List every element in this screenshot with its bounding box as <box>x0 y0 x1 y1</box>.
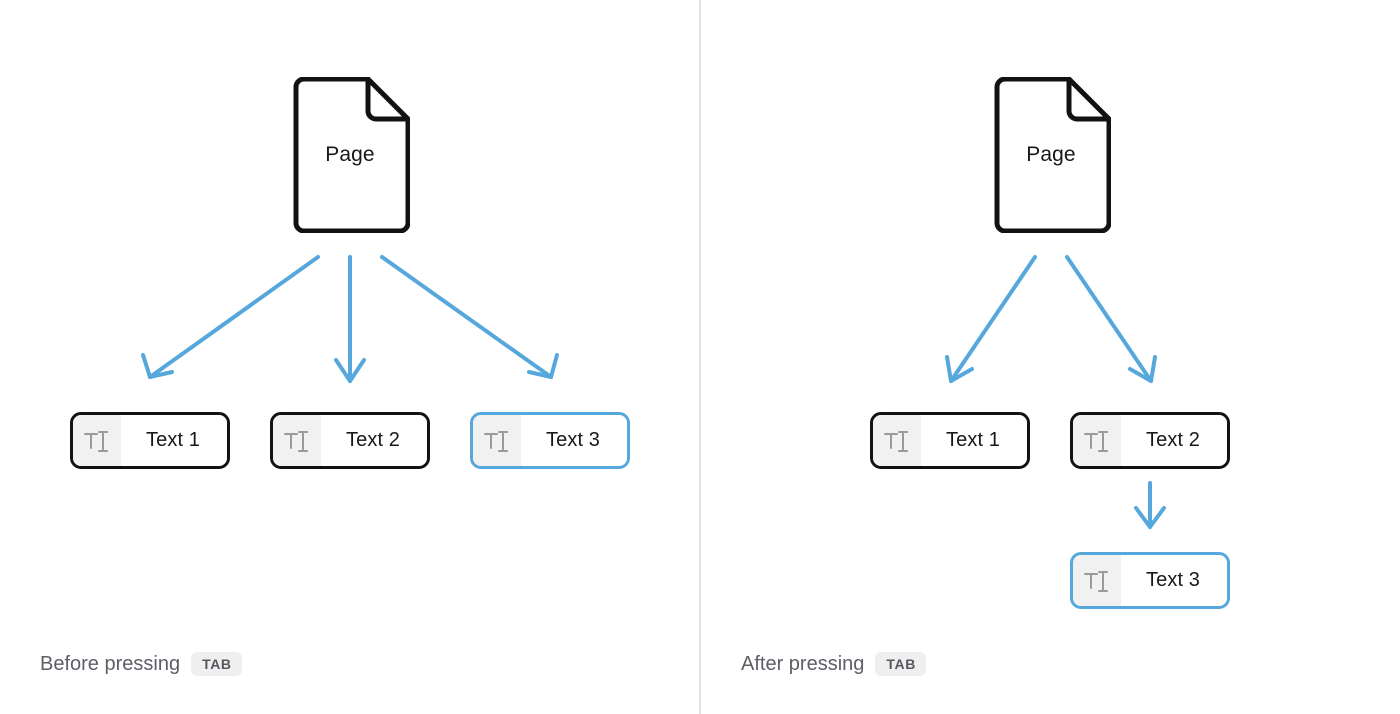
text-node-text-1[interactable]: Text 1 <box>70 412 230 469</box>
key-badge-tab: TAB <box>191 652 242 676</box>
text-node-text-1[interactable]: Text 1 <box>870 412 1030 469</box>
text-node-label: Text 3 <box>521 415 627 466</box>
text-node-label: Text 2 <box>1121 415 1227 466</box>
panel-before-pressing-tab: Page Text 1 <box>0 0 699 714</box>
text-cursor-icon <box>1073 415 1121 466</box>
page-document-icon <box>293 77 410 233</box>
text-cursor-icon <box>73 415 121 466</box>
text-node-text-3[interactable]: Text 3 <box>1070 552 1230 609</box>
caption-label: Before pressing <box>40 652 181 675</box>
text-node-label: Text 2 <box>321 415 427 466</box>
text-node-text-3[interactable]: Text 3 <box>470 412 630 469</box>
page-node-before[interactable]: Page <box>290 77 410 233</box>
text-cursor-icon <box>273 415 321 466</box>
page-node-label: Page <box>1026 143 1076 166</box>
caption-label: After pressing <box>741 652 865 675</box>
panel-after-pressing-tab: Page Text 1 <box>701 0 1400 714</box>
page-node-label: Page <box>325 143 375 166</box>
page-document-icon <box>994 77 1111 233</box>
panel-divider <box>699 0 701 714</box>
text-node-text-2[interactable]: Text 2 <box>270 412 430 469</box>
text-node-text-2[interactable]: Text 2 <box>1070 412 1230 469</box>
caption-after: After pressing TAB <box>741 652 926 676</box>
text-node-label: Text 1 <box>921 415 1027 466</box>
text-cursor-icon <box>473 415 521 466</box>
text-cursor-icon <box>873 415 921 466</box>
text-cursor-icon <box>1073 555 1121 606</box>
key-badge-tab: TAB <box>875 652 926 676</box>
caption-before: Before pressing TAB <box>40 652 242 676</box>
page-node-after[interactable]: Page <box>991 77 1111 233</box>
text-node-label: Text 3 <box>1121 555 1227 606</box>
text-node-label: Text 1 <box>121 415 227 466</box>
